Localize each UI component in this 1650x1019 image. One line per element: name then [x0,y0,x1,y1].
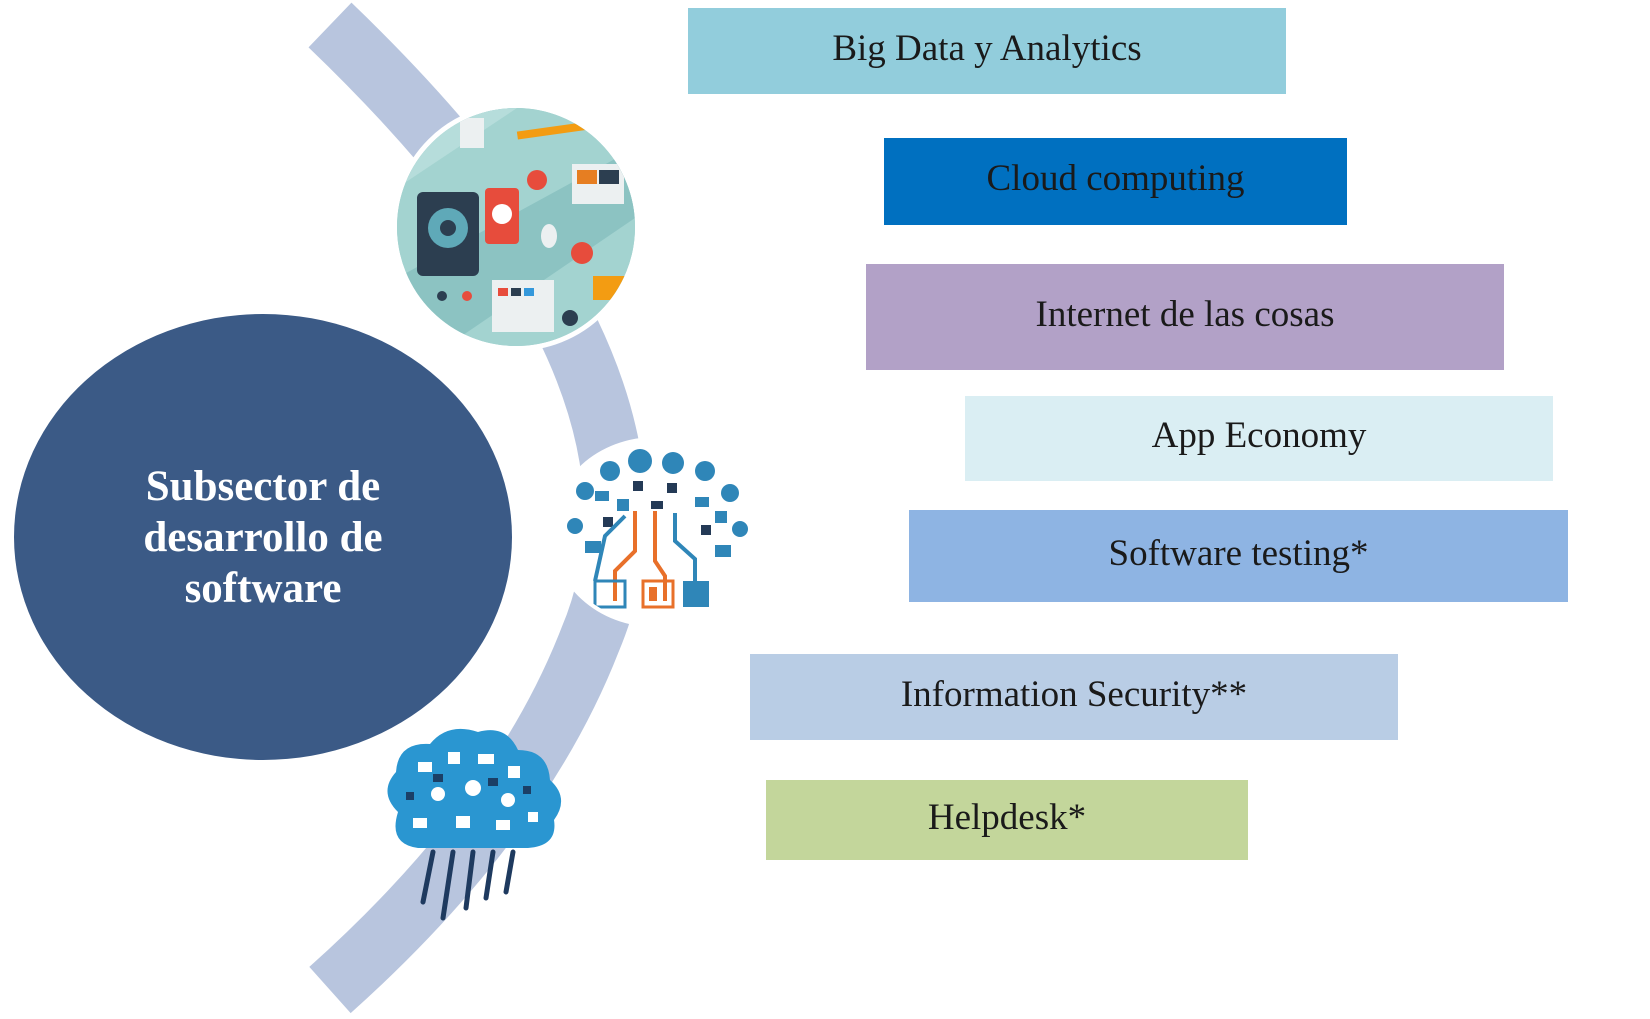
item-big-data-analytics: Big Data y Analytics [688,8,1286,94]
devices-illustration-icon [392,103,640,351]
item-helpdesk: Helpdesk* [766,780,1248,860]
item-cloud-computing: Cloud computing [884,138,1347,225]
center-label: Subsector de desarrollo de software [143,462,383,612]
item-information-security: Information Security** [750,654,1398,740]
center-node: Subsector de desarrollo de software [14,314,512,760]
item-app-economy: App Economy [965,396,1553,481]
network-brain-illustration-icon [551,437,759,627]
item-software-testing: Software testing* [909,510,1568,602]
media-cloud-illustration-icon [378,722,568,928]
item-internet-de-las-cosas: Internet de las cosas [866,264,1504,370]
